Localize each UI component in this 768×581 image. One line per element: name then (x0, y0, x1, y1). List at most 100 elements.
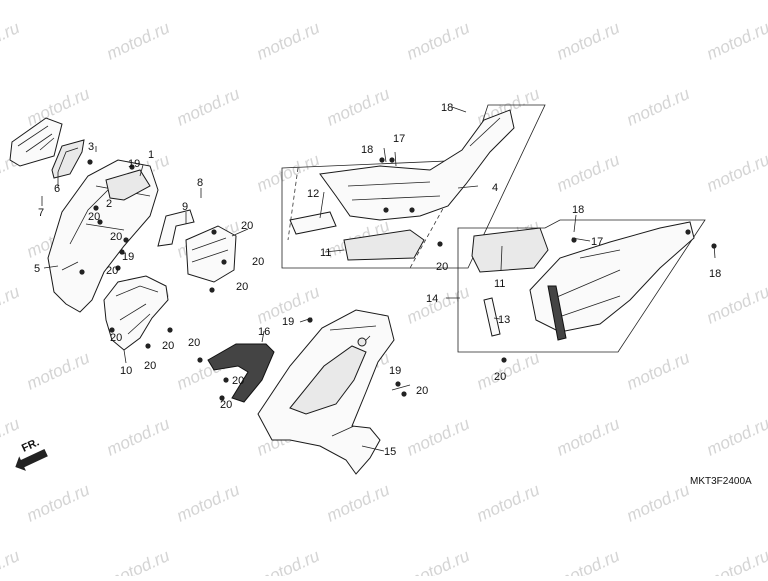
watermark-text: motod.ru (0, 282, 23, 328)
bolt-icon (223, 377, 229, 383)
callout-5: 5 (34, 263, 40, 275)
callout-10: 10 (120, 365, 132, 377)
callout-20-k: 20 (232, 375, 244, 387)
bolt-icon (711, 243, 717, 249)
callout-18-upper: 18 (361, 144, 373, 156)
callout-20-i: 20 (236, 281, 248, 293)
callout-4: 4 (492, 182, 498, 194)
callout-20-h: 20 (252, 256, 264, 268)
callout-19-c: 19 (282, 316, 294, 328)
bolt-icon (145, 343, 151, 349)
callout-20-j: 20 (188, 337, 200, 349)
callout-16: 16 (258, 326, 270, 338)
leader-lines (41, 106, 716, 452)
callout-11-right: 11 (494, 278, 505, 290)
watermark-text: motod.ru (404, 414, 473, 460)
callout-8: 8 (197, 177, 203, 189)
callout-6: 6 (54, 183, 60, 195)
bolt-icon (115, 265, 121, 271)
callout-19-b: 19 (122, 251, 134, 263)
front-direction-arrow: FR. (15, 436, 48, 471)
bolt-icon (221, 259, 227, 265)
watermark-text: motod.ru (104, 414, 173, 460)
callout-14: 14 (426, 293, 438, 305)
bolt-icon (219, 395, 225, 401)
callout-18-right: 18 (572, 204, 584, 216)
callout-20-g: 20 (241, 220, 253, 232)
watermark-text: motod.ru (554, 18, 623, 64)
callout-2: 2 (106, 198, 112, 210)
part-11-panel-right (471, 227, 549, 273)
callout-19-a: 19 (128, 158, 140, 170)
bolt-icon (383, 207, 389, 213)
part-4-upper-cover (319, 109, 515, 221)
callout-20-e: 20 (144, 360, 156, 372)
bolt-icon (307, 317, 313, 323)
callout-20-a: 20 (88, 211, 100, 223)
callout-20-f: 20 (162, 340, 174, 352)
watermark-text: motod.ru (254, 18, 323, 64)
bolt-icon (123, 237, 129, 243)
bolt-icon (93, 205, 99, 211)
bolt-icon (97, 219, 103, 225)
callout-1: 1 (148, 149, 154, 161)
callout-18-top: 18 (441, 102, 453, 114)
callout-13: 13 (498, 314, 510, 326)
callout-19-d: 19 (389, 365, 401, 377)
part-6-lens (9, 117, 85, 179)
part-9-bracket (157, 209, 237, 283)
diagram-code: MKT3F2400A (690, 476, 752, 487)
watermark-text: motod.ru (104, 18, 173, 64)
assembly-box-14 (457, 219, 706, 353)
part-11-panel-upper (343, 229, 425, 261)
callout-17-upper: 17 (393, 133, 405, 145)
watermark-text: motod.ru (254, 546, 323, 576)
watermark-text: motod.ru (24, 480, 93, 526)
part-right-side-cover (529, 221, 695, 341)
watermark-text: motod.ru (704, 282, 768, 328)
bolt-icon (79, 269, 85, 275)
callout-20-b: 20 (110, 231, 122, 243)
callout-15: 15 (384, 446, 396, 458)
watermark-text: motod.ru (704, 150, 768, 196)
part-13-strip (483, 297, 501, 337)
watermark-text: motod.ru (324, 480, 393, 526)
watermark-text: motod.ru (474, 348, 543, 394)
bolt-icon (685, 229, 691, 235)
callout-20-n: 20 (436, 261, 448, 273)
watermark-text: motod.ru (704, 18, 768, 64)
bolt-icon (119, 249, 125, 255)
watermark-text: motod.ru (0, 18, 23, 64)
callout-20-d: 20 (110, 332, 122, 344)
bolt-icon (409, 207, 415, 213)
callout-20-m: 20 (416, 385, 428, 397)
ghost-outline (287, 159, 471, 269)
part-15-side-cover (257, 309, 395, 475)
bolt-icon (501, 357, 507, 363)
bolt-icon (389, 157, 395, 163)
bolt-icon (87, 159, 93, 165)
callout-18-far-right: 18 (709, 268, 721, 280)
callout-9: 9 (182, 201, 188, 213)
watermark-text: motod.ru (404, 18, 473, 64)
watermark-text: motod.ru (174, 84, 243, 130)
watermark-text: motod.ru (324, 84, 393, 130)
callout-20-o: 20 (494, 371, 506, 383)
direction-label: FR. (20, 436, 41, 454)
watermark-text: motod.ru (554, 150, 623, 196)
bolt-icon (437, 241, 443, 247)
watermark-text: motod.ru (24, 348, 93, 394)
callout-11-upper: 11 (320, 247, 331, 259)
callout-7: 7 (38, 207, 44, 219)
part-10-inner-cowl (103, 275, 169, 351)
bolt-icon (197, 357, 203, 363)
part-16-bracket (207, 343, 275, 403)
watermark-text: motod.ru (624, 84, 693, 130)
bolt-icon (211, 229, 217, 235)
watermark-text: motod.ru (404, 282, 473, 328)
watermark-text: motod.ru (0, 546, 23, 576)
callout-12: 12 (307, 188, 319, 200)
bolt-icon (379, 157, 385, 163)
